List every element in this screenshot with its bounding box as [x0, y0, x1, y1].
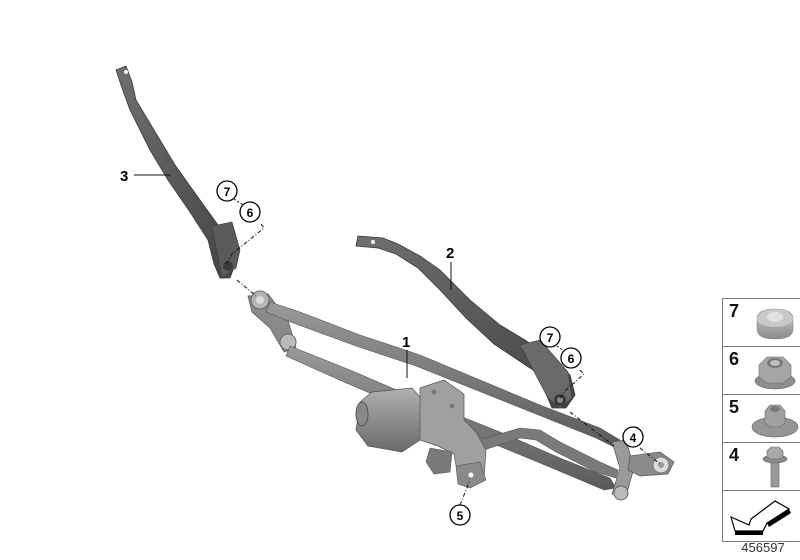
- leader-lines: [134, 174, 661, 506]
- svg-text:7: 7: [547, 331, 554, 345]
- svg-text:6: 6: [568, 352, 575, 366]
- callout-circle-4: 4: [622, 426, 644, 448]
- legend-item-4[interactable]: 4: [722, 442, 800, 490]
- callout-circle-6-left: 6: [239, 201, 261, 223]
- svg-text:5: 5: [457, 509, 464, 523]
- parts-legend: 7 6 5 4: [722, 298, 800, 542]
- hex-bolt-icon: [762, 446, 788, 488]
- wiper-arm-2: [355, 235, 576, 409]
- legend-item-direction[interactable]: [722, 490, 800, 542]
- hex-nut-washer-icon: [751, 404, 799, 438]
- svg-text:4: 4: [630, 431, 637, 445]
- diagram-id: 456597: [741, 540, 785, 555]
- svg-text:7: 7: [224, 185, 231, 199]
- callout-label-3: 3: [120, 168, 128, 185]
- wiper-arm-3: [115, 65, 241, 279]
- wiper-motor: [355, 379, 487, 489]
- callout-label-1: 1: [402, 334, 410, 351]
- legend-number: 6: [729, 349, 740, 369]
- callout-circle-6-right: 6: [560, 347, 582, 369]
- cap-icon: [756, 308, 794, 340]
- legend-item-7[interactable]: 7: [722, 298, 800, 346]
- wiper-linkage-1: [247, 290, 675, 501]
- svg-text:6: 6: [247, 206, 254, 220]
- callout-label-2: 2: [446, 245, 454, 262]
- hex-flange-nut-icon: [754, 356, 796, 390]
- direction-arrow-icon: [730, 500, 791, 535]
- legend-number: 7: [729, 301, 740, 321]
- legend-number: 4: [729, 445, 740, 465]
- legend-number: 5: [729, 397, 740, 417]
- legend-item-5[interactable]: 5: [722, 394, 800, 442]
- legend-item-6[interactable]: 6: [722, 346, 800, 394]
- callout-circle-5: 5: [449, 504, 471, 526]
- callout-circle-7-left: 7: [216, 180, 238, 202]
- callout-circle-7-right: 7: [539, 326, 561, 348]
